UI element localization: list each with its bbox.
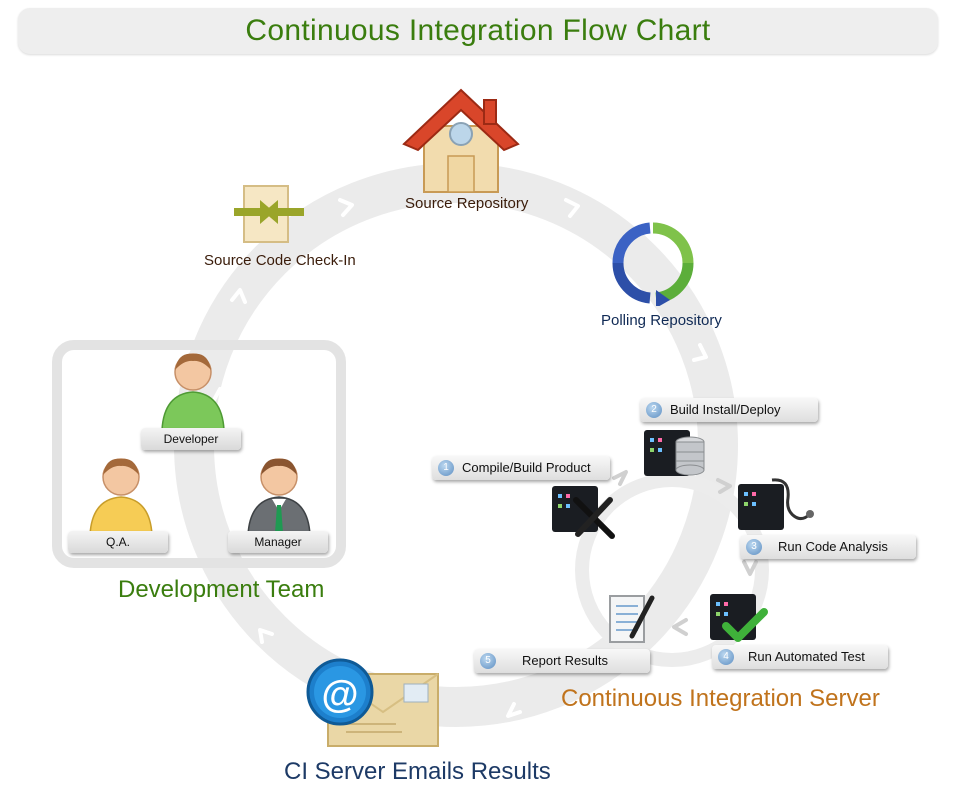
step-number-badge: 5 <box>480 653 496 669</box>
house-icon <box>402 88 520 193</box>
step-number-badge: 2 <box>646 402 662 418</box>
ci-step-compile-build: 1 Compile/Build Product <box>432 456 610 480</box>
step-label: Run Code Analysis <box>778 539 888 554</box>
server-deploy-icon <box>644 430 705 476</box>
source-repository-label: Source Repository <box>405 195 529 212</box>
qa-label: Q.A. <box>68 531 168 553</box>
ci-arrow-4 <box>672 618 688 636</box>
development-team-box <box>52 340 346 568</box>
development-team-title: Development Team <box>118 576 325 603</box>
ring-arrow-4 <box>506 702 522 718</box>
page-title: Continuous Integration Flow Chart <box>245 14 711 47</box>
ring-arrow-2 <box>564 198 580 218</box>
qa-avatar-icon <box>89 458 153 535</box>
ci-arrow-2 <box>716 478 732 494</box>
ring-arrow-3 <box>692 343 708 362</box>
ring-arrow-6 <box>212 387 229 402</box>
email-at-symbol: @ <box>321 674 359 716</box>
merge-document-icon <box>234 185 304 243</box>
step-label: Report Results <box>522 653 608 668</box>
step-label: Compile/Build Product <box>462 460 591 475</box>
ci-emails-label: CI Server Emails Results <box>284 758 551 785</box>
manager-avatar-icon <box>247 458 311 535</box>
manager-label: Manager <box>228 531 328 553</box>
ci-arrow-3 <box>742 560 758 576</box>
step-number-badge: 4 <box>718 649 734 665</box>
build-tools-icon <box>552 486 615 539</box>
title-bar <box>18 8 938 54</box>
ring-arrow-7 <box>230 288 247 304</box>
email-envelope-icon <box>306 658 439 747</box>
ci-step-report-results: 5 Report Results <box>474 649 650 673</box>
refresh-cycle-icon <box>612 222 694 306</box>
step-number-badge: 1 <box>438 460 454 476</box>
source-code-checkin-label: Source Code Check-In <box>204 252 356 269</box>
developer-label: Developer <box>141 428 241 450</box>
ci-server-title: Continuous Integration Server <box>561 685 880 712</box>
code-analysis-icon <box>738 478 814 530</box>
ci-step-build-install-deploy: 2 Build Install/Deploy <box>640 398 818 422</box>
ci-step-automated-test: 4 Run Automated Test <box>712 645 888 669</box>
developer-avatar-icon <box>161 353 225 430</box>
ci-arrow-1 <box>612 470 628 486</box>
step-label: Build Install/Deploy <box>670 402 781 417</box>
step-label: Run Automated Test <box>748 649 865 664</box>
report-clipboard-icon <box>609 595 655 643</box>
ci-step-code-analysis: 3 Run Code Analysis <box>740 535 916 559</box>
automated-test-icon <box>710 594 768 642</box>
polling-repository-label: Polling Repository <box>601 312 722 329</box>
ring-arrow-5 <box>258 628 274 644</box>
step-number-badge: 3 <box>746 539 762 555</box>
ring-arrow-1 <box>338 198 354 217</box>
